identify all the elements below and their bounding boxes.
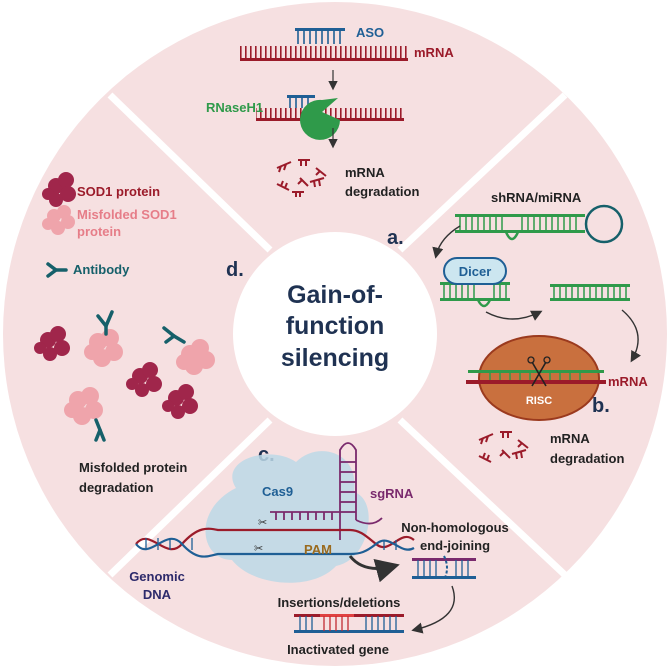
sod1-protein-3 <box>162 384 198 419</box>
misfolded-degradation-line1: Misfolded protein <box>79 460 187 475</box>
genomic-dna-label-line2: DNA <box>143 587 172 602</box>
mrna-label-a: mRNA <box>414 45 454 60</box>
rnaseh1-enzyme <box>300 98 340 140</box>
misfolded-protein-3 <box>64 387 103 425</box>
aso-label: ASO <box>356 25 384 40</box>
arrow-c2 <box>411 585 455 634</box>
risc-complex <box>478 335 600 421</box>
sgrna-label: sgRNA <box>370 486 414 501</box>
dicer-label: Dicer <box>459 264 492 279</box>
nhej-label-line2: end-joining <box>420 538 490 553</box>
antibody-label: Antibody <box>73 262 130 277</box>
inactivated-gene-dna <box>294 614 404 633</box>
antibody-2 <box>162 326 186 344</box>
mrna-label-b: mRNA <box>608 374 648 389</box>
degraded-fragments-a <box>276 159 327 197</box>
pam-label: PAM <box>304 542 332 557</box>
section-a: ASO mRNA RNaseH1 <box>206 25 454 249</box>
center-title-line1: Gain-of- <box>287 281 383 309</box>
arrow-c1 <box>348 555 400 583</box>
inactivated-gene-label: Inactivated gene <box>287 642 389 657</box>
mrna-strand-a <box>240 46 408 61</box>
genomic-dna-label-line1: Genomic <box>129 569 185 584</box>
mrna-degradation-b-line2: degradation <box>550 451 624 466</box>
section-b: shRNA/miRNA <box>432 190 648 466</box>
center-title-line3: silencing <box>281 344 389 372</box>
center-circle <box>233 232 437 436</box>
sirna-duplex <box>550 284 630 301</box>
scissors-icon-top: ✂ <box>258 517 267 529</box>
mrna-degradation-a-line2: degradation <box>345 184 419 199</box>
sod1-protein-icon <box>42 172 76 207</box>
section-c: c. Cas9 sgRNA ✂ ✂ <box>129 442 509 657</box>
cas9-protein <box>205 451 369 583</box>
rnaseh1-label: RNaseH1 <box>206 100 263 115</box>
misfolded-degradation-line2: degradation <box>79 480 153 495</box>
section-a-letter: a. <box>387 227 404 249</box>
antibody-3 <box>94 418 106 442</box>
misfolded-label-line2: protein <box>77 224 121 239</box>
risc-label: RISC <box>526 395 552 407</box>
nhej-label-line1: Non-homologous <box>401 520 509 535</box>
sod1-label: SOD1 protein <box>77 184 160 199</box>
aso-strand <box>295 28 345 44</box>
sod1-protein-1 <box>34 326 70 361</box>
center-title-line2: function <box>286 312 385 340</box>
indel-label: Insertions/deletions <box>278 595 401 610</box>
antibody-1 <box>96 310 114 336</box>
shrna-hairpin <box>455 204 624 244</box>
misfolded-label-line1: Misfolded SOD1 <box>77 207 177 222</box>
misfolded-protein-2 <box>176 339 215 375</box>
section-d: d. SOD1 protein Misfolded SOD1 protein A… <box>34 172 244 495</box>
risc-duplex <box>466 356 606 387</box>
dicer-enzyme <box>443 257 507 285</box>
sod1-protein-2 <box>126 362 162 397</box>
arrow-b1 <box>432 225 461 259</box>
mrna-degradation-b-line1: mRNA <box>550 431 590 446</box>
misfolded-protein-icon <box>42 205 75 235</box>
arrow-b2 <box>485 310 543 321</box>
shrna-label: shRNA/miRNA <box>491 190 582 205</box>
degraded-fragments-b <box>478 431 529 463</box>
scissors-icon-bottom: ✂ <box>254 543 263 555</box>
mrna-degradation-a-line1: mRNA <box>345 165 385 180</box>
sector-dividers <box>107 92 568 578</box>
antibody-icon <box>46 262 68 278</box>
genomic-dna <box>135 527 415 558</box>
nhej-duplex <box>412 555 476 581</box>
section-b-letter: b. <box>592 395 610 417</box>
section-d-letter: d. <box>226 259 244 281</box>
arrow-b3 <box>621 309 642 363</box>
cas9-label: Cas9 <box>262 484 293 499</box>
sgrna-strand <box>270 442 383 540</box>
